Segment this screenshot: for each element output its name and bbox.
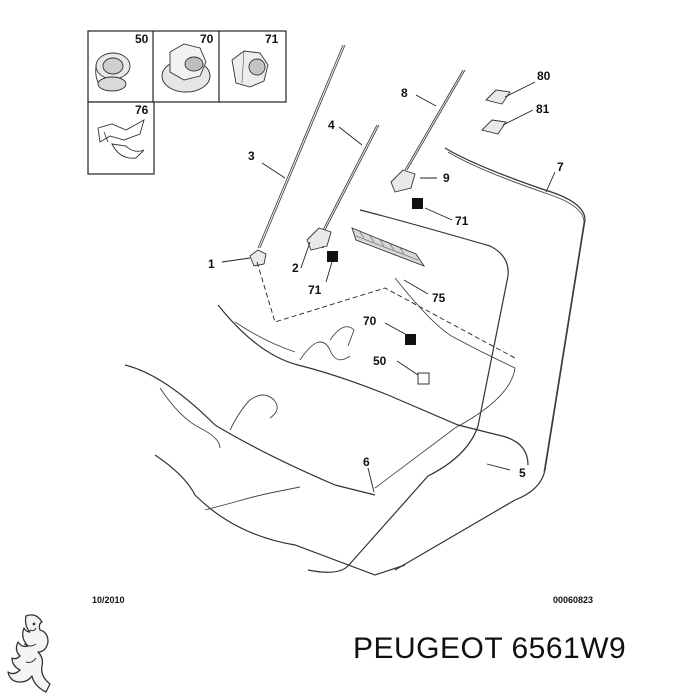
marker-50 <box>417 372 430 385</box>
callout-71-lower: 71 <box>308 283 322 297</box>
callout-8: 8 <box>401 86 408 100</box>
antenna-cables <box>257 44 466 249</box>
callout-7: 7 <box>557 160 564 174</box>
grommet-part-icon <box>95 52 131 92</box>
marker-71-upper <box>412 198 423 209</box>
callout-80: 80 <box>537 69 551 83</box>
callout-71-upper: 71 <box>455 214 469 228</box>
clip-pieces <box>481 89 511 135</box>
inset-parts-box: 50 70 71 76 <box>87 30 287 175</box>
callout-75: 75 <box>432 291 446 305</box>
antenna-bracket <box>351 227 426 267</box>
cable-clip-part-icon <box>97 119 145 159</box>
callouts: 1 2 3 4 5 6 7 8 9 50 70 71 71 75 80 81 <box>208 69 564 480</box>
antenna-bases <box>249 169 416 267</box>
callout-9: 9 <box>443 171 450 185</box>
wiring-harness <box>124 147 586 576</box>
callout-50: 50 <box>373 354 387 368</box>
leader-lines <box>221 81 556 493</box>
peugeot-lion-logo-icon <box>7 614 51 693</box>
callout-70: 70 <box>363 314 377 328</box>
flange-nut-part-icon <box>161 43 211 93</box>
callout-1: 1 <box>208 257 215 271</box>
diagram-date: 10/2010 <box>92 595 125 605</box>
marker-71-lower <box>327 251 338 262</box>
inset-label-70: 70 <box>200 32 214 46</box>
callout-6: 6 <box>363 455 370 469</box>
diagram-reference: 00060823 <box>553 595 593 605</box>
inset-label-71: 71 <box>265 32 279 46</box>
callout-81: 81 <box>536 102 550 116</box>
marker-70 <box>405 334 416 345</box>
inset-label-50: 50 <box>135 32 149 46</box>
dashed-guides <box>256 246 516 359</box>
brand-part-number: PEUGEOT 6561W9 <box>353 632 627 665</box>
inset-label-76: 76 <box>135 103 149 117</box>
callout-3: 3 <box>248 149 255 163</box>
callout-2: 2 <box>292 261 299 275</box>
callout-5: 5 <box>519 466 526 480</box>
callout-4: 4 <box>328 118 335 132</box>
hex-nut-part-icon <box>231 50 269 88</box>
